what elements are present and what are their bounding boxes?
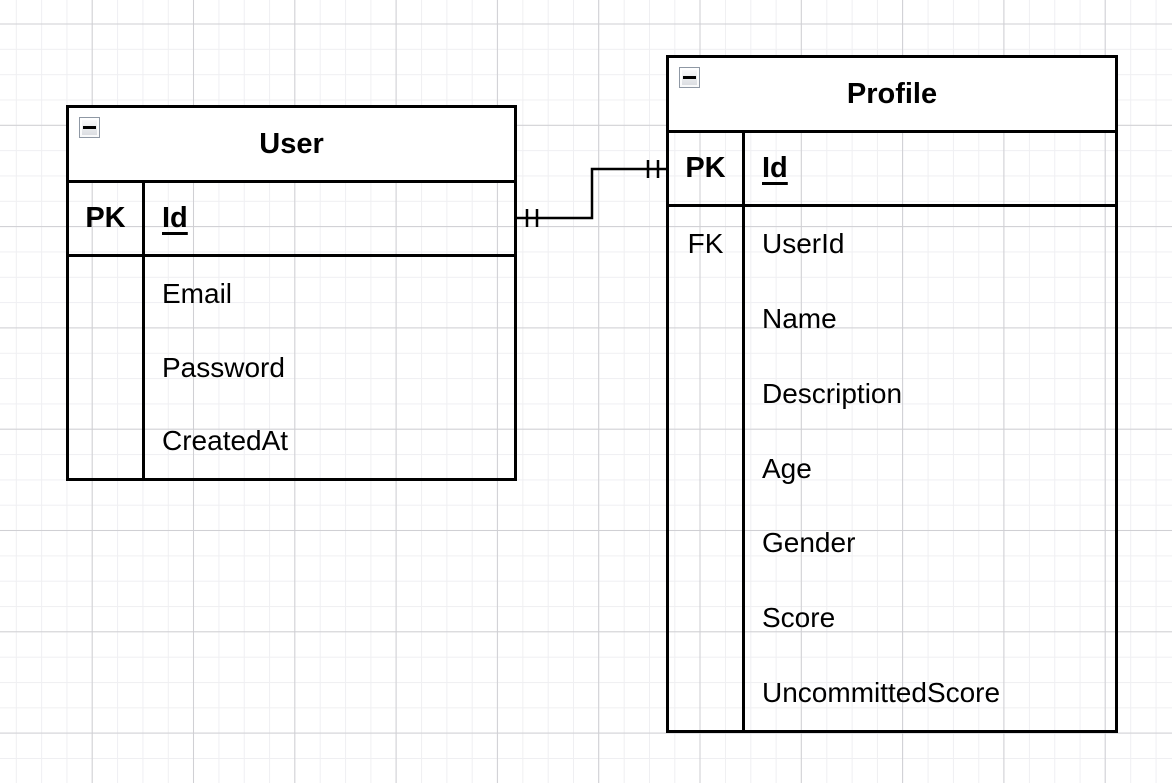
attribute-name: Description <box>762 377 903 409</box>
key-cell <box>669 505 745 581</box>
entity-user-body: Email Password CreatedAt <box>69 257 514 479</box>
attribute-name: UncommittedScore <box>762 676 1001 708</box>
attribute-row-user-password[interactable]: Password <box>69 330 514 405</box>
cardinality-one-marks-user-end <box>525 209 539 227</box>
attribute-row-user-id[interactable]: PK Id <box>69 183 514 257</box>
cardinality-one-marks-profile-end <box>646 160 660 178</box>
collapse-minus-icon[interactable] <box>79 117 100 138</box>
key-cell <box>669 356 745 432</box>
attribute-row-profile-description[interactable]: Description <box>669 356 1115 432</box>
attribute-name-cell: Name <box>745 282 1115 357</box>
attribute-name-cell: Id <box>145 183 514 254</box>
attribute-name: Name <box>762 303 837 335</box>
minus-glyph <box>683 76 696 79</box>
attribute-row-profile-gender[interactable]: Gender <box>669 505 1115 581</box>
attribute-name-cell: Age <box>745 431 1115 506</box>
key-cell <box>669 580 745 656</box>
attribute-name: UserId <box>762 228 845 260</box>
key-cell <box>669 431 745 506</box>
key-cell: PK <box>69 183 145 254</box>
attribute-name-cell: Id <box>745 133 1115 204</box>
entity-profile-header[interactable]: Profile <box>669 58 1115 133</box>
key-cell <box>69 404 145 479</box>
attribute-name: Score <box>762 601 836 633</box>
key-cell <box>69 257 145 331</box>
key-cell <box>669 281 745 357</box>
attribute-name-cell: Score <box>745 581 1115 656</box>
minus-glyph <box>83 126 96 129</box>
key-cell <box>69 330 145 405</box>
key-cell <box>669 655 745 731</box>
key-cell: FK <box>669 207 745 282</box>
attribute-name-cell: CreatedAt <box>145 404 514 478</box>
attribute-name-cell: Gender <box>745 506 1115 581</box>
attribute-row-profile-name[interactable]: Name <box>669 281 1115 357</box>
attribute-name: CreatedAt <box>162 425 289 457</box>
attribute-row-user-createdat[interactable]: CreatedAt <box>69 404 514 479</box>
entity-profile-body: FK UserId Name Description A <box>669 207 1115 731</box>
attribute-row-profile-uncommittedscore[interactable]: UncommittedScore <box>669 655 1115 731</box>
attribute-name-cell: UncommittedScore <box>745 655 1115 730</box>
attribute-name-cell: Password <box>145 331 514 405</box>
attribute-row-user-email[interactable]: Email <box>69 257 514 331</box>
key-cell: PK <box>669 133 745 204</box>
attribute-name: Id <box>162 202 188 234</box>
entity-user[interactable]: User PK Id Email Password <box>66 105 517 481</box>
attribute-name: Password <box>162 351 285 383</box>
collapse-minus-icon[interactable] <box>679 67 700 88</box>
relationship-connector[interactable] <box>517 167 666 220</box>
attribute-name: Id <box>762 152 788 184</box>
attribute-name-cell: Description <box>745 356 1115 431</box>
entity-user-header[interactable]: User <box>69 108 514 183</box>
attribute-name-cell: Email <box>145 257 514 331</box>
attribute-row-profile-age[interactable]: Age <box>669 431 1115 506</box>
attribute-row-profile-id[interactable]: PK Id <box>669 133 1115 207</box>
attribute-row-profile-userid[interactable]: FK UserId <box>669 207 1115 282</box>
attribute-name: Gender <box>762 527 856 559</box>
entity-user-title: User <box>259 127 324 160</box>
attribute-row-profile-score[interactable]: Score <box>669 580 1115 656</box>
attribute-name: Email <box>162 277 233 309</box>
attribute-name-cell: UserId <box>745 207 1115 282</box>
entity-profile[interactable]: Profile PK Id FK UserId Name <box>666 55 1118 733</box>
entity-profile-title: Profile <box>846 77 938 110</box>
attribute-name: Age <box>762 452 812 484</box>
